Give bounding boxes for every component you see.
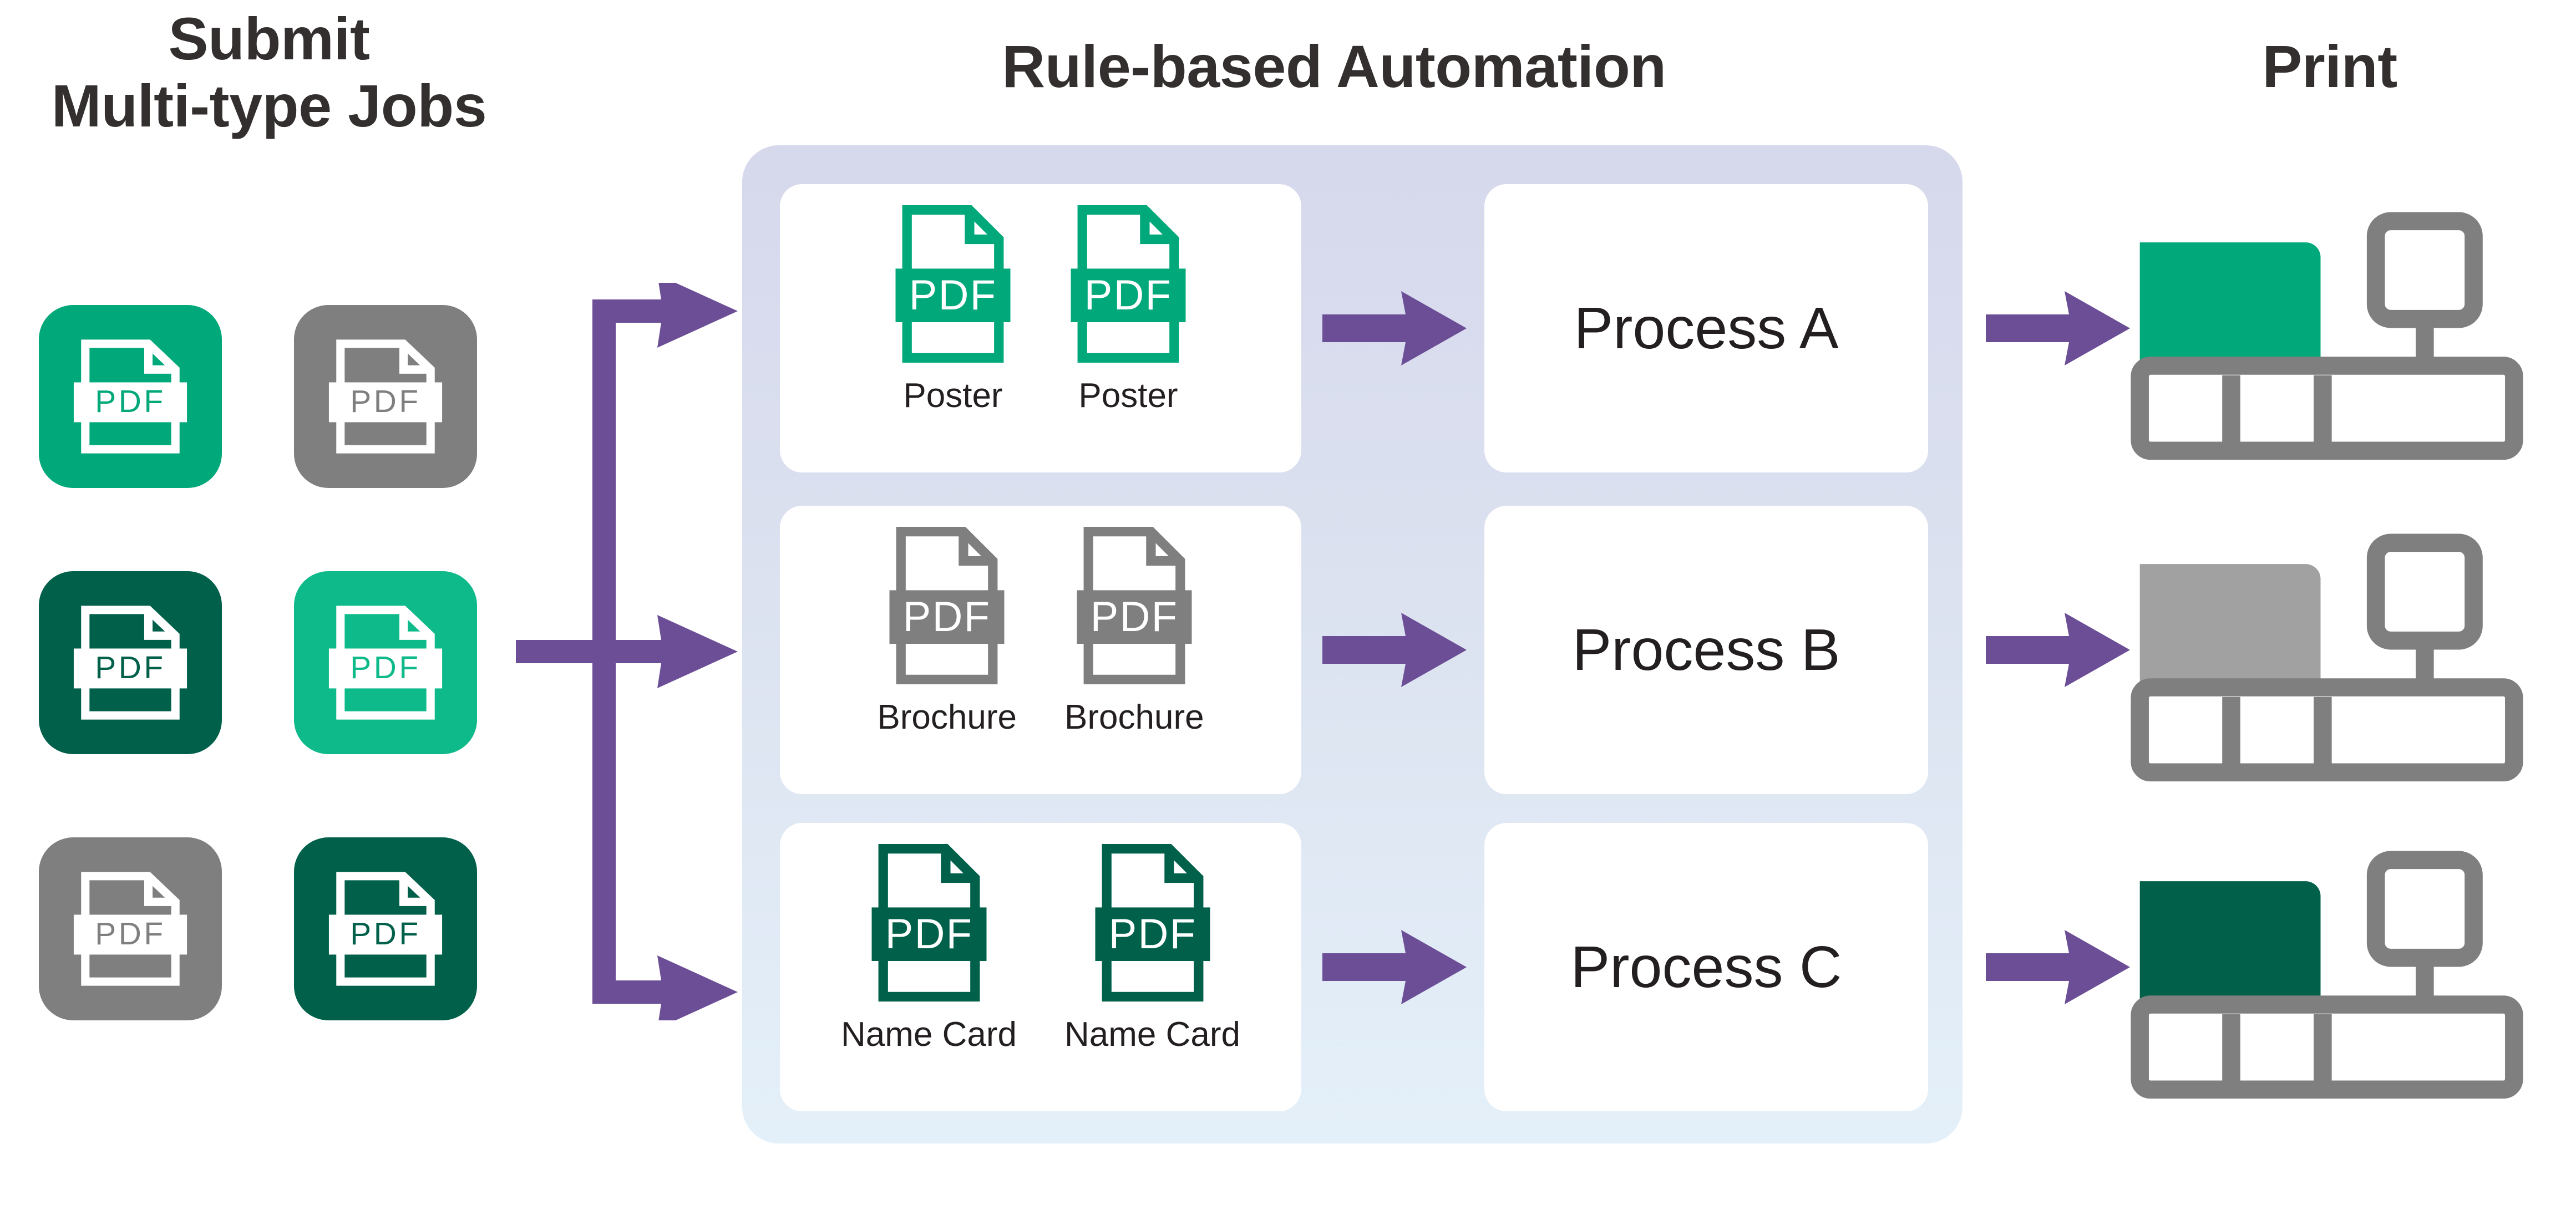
document-type-card-row-brochure[interactable]: PDF Brochure PDF Brochure [780, 506, 1301, 794]
svg-text:PDF: PDF [95, 650, 166, 685]
print-output-column [1975, 145, 2576, 1143]
document-item[interactable]: PDF Poster [889, 201, 1017, 415]
svg-text:PDF: PDF [903, 593, 991, 640]
submit-column-heading: Submit Multi-type Jobs [51, 5, 487, 139]
svg-text:PDF: PDF [350, 917, 421, 952]
process-label: Process B [1572, 617, 1840, 683]
arrow-right-icon [1322, 291, 1467, 365]
pdf-file-icon: PDF [889, 526, 1005, 685]
document-type-label: Name Card [841, 1015, 1017, 1054]
svg-text:PDF: PDF [95, 917, 166, 952]
pdf-tile-gray-1[interactable]: PDF [294, 305, 477, 488]
arrow-right-icon [1322, 613, 1467, 687]
document-type-card-row-poster[interactable]: PDF Poster PDF Poster [780, 184, 1301, 472]
pdf-tile-gray-2[interactable]: PDF [39, 837, 222, 1020]
process-box-row-poster[interactable]: Process A [1484, 184, 1928, 472]
printing-press-row-poster[interactable] [2108, 206, 2546, 461]
svg-text:PDF: PDF [350, 650, 421, 685]
document-item[interactable]: PDF Brochure [877, 522, 1017, 737]
svg-text:PDF: PDF [1084, 272, 1173, 319]
submit-jobs-grid: PDF PDF PDF PDF PDF PDF [39, 305, 477, 1020]
pdf-file-icon: PDF [1095, 843, 1210, 1002]
branch-arrow-icon [516, 283, 738, 1020]
pdf-tile-darkgreen-1[interactable]: PDF [39, 571, 222, 754]
pdf-file-icon: PDF [73, 339, 187, 454]
pdf-file-icon: PDF [328, 606, 443, 720]
printing-press-row-namecard[interactable] [2108, 845, 2546, 1100]
document-item[interactable]: PDF Brochure [1064, 522, 1204, 737]
printing-press-icon [2131, 533, 2523, 782]
document-item[interactable]: PDF Name Card [841, 840, 1017, 1054]
process-box-row-namecard[interactable]: Process C [1484, 823, 1928, 1111]
printing-press-icon [2131, 212, 2523, 460]
pdf-tile-teal-2[interactable]: PDF [294, 571, 477, 754]
arrow-right-icon [1986, 613, 2130, 687]
print-column-heading: Print [2262, 33, 2397, 100]
pdf-file-icon: PDF [871, 843, 986, 1002]
arrow-right-icon [1986, 291, 2130, 365]
process-label: Process A [1574, 295, 1839, 361]
pdf-file-icon: PDF [73, 872, 187, 986]
document-item[interactable]: PDF Name Card [1064, 840, 1240, 1054]
pdf-file-icon: PDF [328, 872, 443, 986]
pdf-tile-teal-1[interactable]: PDF [39, 305, 222, 488]
pdf-file-icon: PDF [328, 339, 443, 454]
arrow-right-icon [1986, 930, 2130, 1004]
svg-text:PDF: PDF [909, 272, 997, 319]
document-item[interactable]: PDF Poster [1064, 201, 1192, 415]
document-type-label: Brochure [1064, 698, 1204, 736]
svg-text:PDF: PDF [885, 911, 973, 958]
pdf-file-icon: PDF [73, 606, 187, 720]
document-type-label: Name Card [1064, 1015, 1240, 1054]
document-type-label: Poster [903, 377, 1003, 415]
printing-press-row-brochure[interactable] [2108, 528, 2546, 783]
svg-text:PDF: PDF [1108, 911, 1196, 958]
pdf-tile-darkgreen-2[interactable]: PDF [294, 837, 477, 1020]
document-type-label: Brochure [877, 698, 1017, 736]
printing-press-icon [2131, 851, 2523, 1099]
automation-column-heading: Rule-based Automation [1002, 33, 1666, 100]
svg-text:PDF: PDF [95, 384, 166, 419]
process-label: Process C [1570, 934, 1842, 1000]
pdf-file-icon: PDF [1071, 205, 1186, 363]
pdf-file-icon: PDF [1077, 526, 1192, 685]
svg-text:PDF: PDF [1090, 593, 1178, 640]
document-type-card-row-namecard[interactable]: PDF Name Card PDF Name Card [780, 823, 1301, 1111]
arrow-right-icon [1322, 930, 1467, 1004]
pdf-file-icon: PDF [895, 205, 1011, 363]
document-type-label: Poster [1078, 377, 1178, 415]
svg-text:PDF: PDF [350, 384, 421, 419]
process-box-row-brochure[interactable]: Process B [1484, 506, 1928, 794]
